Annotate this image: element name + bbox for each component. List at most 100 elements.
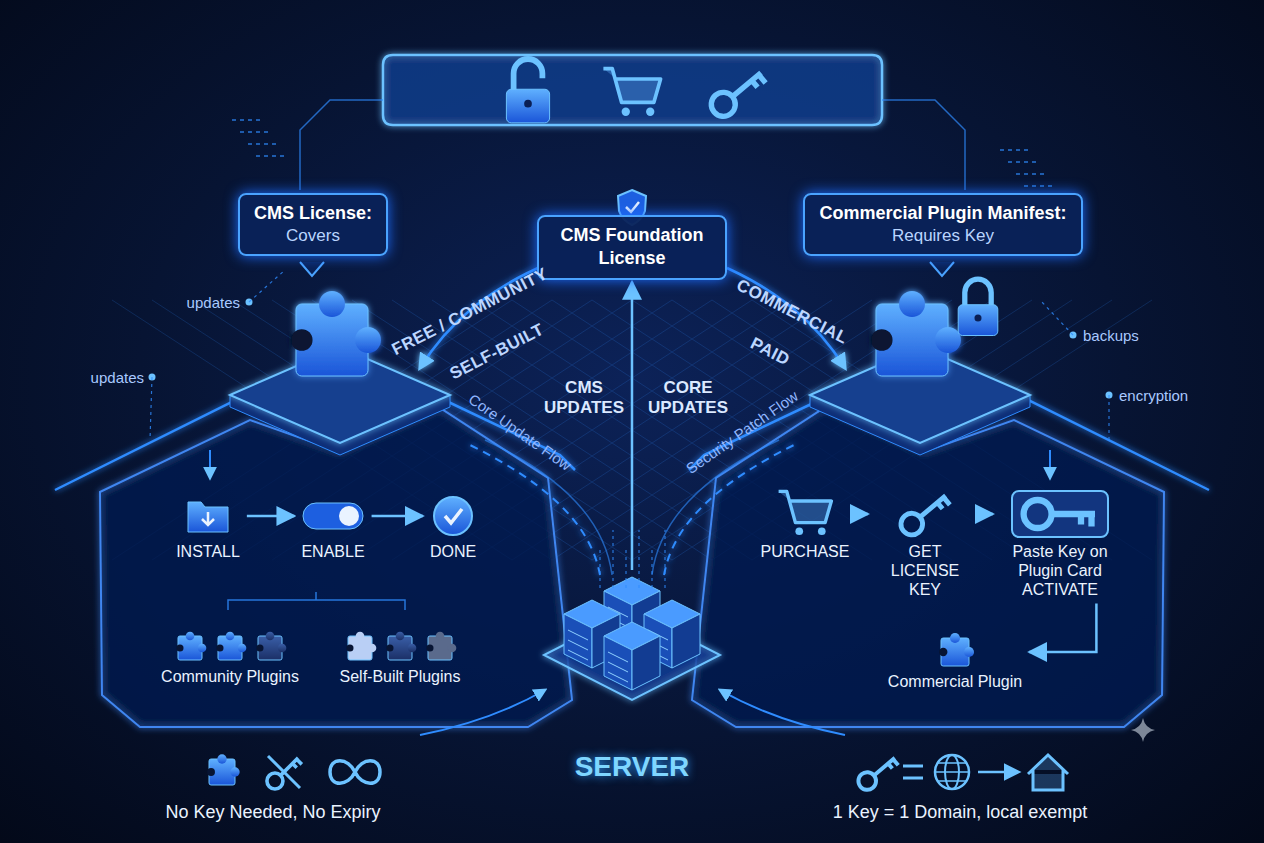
padlock-icon — [958, 279, 998, 335]
step-node: SERVER — [570, 572, 695, 786]
key-card-icon — [1012, 491, 1108, 537]
diagram-label: COMMERCIAL — [733, 275, 851, 348]
domain-key-icon — [855, 751, 901, 793]
open-lock-icon — [506, 59, 549, 123]
server-signal-line — [651, 550, 652, 588]
flow-arrow — [631, 282, 634, 570]
left-panel-down-arrow — [209, 450, 211, 478]
license-key-icon — [897, 487, 953, 539]
right-callout-pointer — [930, 262, 954, 276]
commercial-plugin-icon — [939, 633, 974, 666]
callout-box: CMS License:Covers — [238, 193, 388, 256]
commercial-puzzle-icon — [871, 291, 961, 376]
node-text: Covers — [254, 225, 372, 247]
header-left-leader — [300, 100, 383, 190]
diagram-label: updates — [91, 369, 144, 386]
callout-box: CMS Foundation License — [537, 215, 727, 280]
node-text: Commercial Plugin — [888, 672, 1022, 691]
diagram-label: SELF-BUILT — [447, 320, 548, 385]
flow-arrow — [372, 515, 423, 518]
server-signal-line — [612, 530, 613, 588]
diagram-label: No Key Needed, No Expiry — [165, 802, 380, 823]
server-signal-line — [599, 550, 600, 588]
diagram-label: 1 Key = 1 Domain, local exempt — [833, 802, 1088, 823]
right-panel-outline — [692, 408, 1164, 727]
right-panel-down-arrow — [1049, 450, 1051, 478]
node-text: Community Plugins — [161, 667, 299, 686]
diagram-label: updates — [187, 294, 240, 311]
node-text: INSTALL — [176, 542, 240, 561]
flow-arrow — [247, 515, 295, 518]
diagram-label: CMS UPDATES — [544, 378, 624, 419]
server-base — [544, 610, 720, 700]
cart-icon — [603, 69, 660, 116]
diagram-label: CORE UPDATES — [648, 378, 728, 419]
key-icon — [706, 64, 768, 122]
step-node: PURCHASE — [756, 490, 855, 563]
dash-decoration — [1008, 161, 1038, 163]
left-panel-outline — [100, 408, 572, 727]
flow-arrow — [1029, 604, 1096, 652]
self-built-icon-3 — [426, 632, 456, 660]
node-text: PURCHASE — [761, 542, 850, 561]
plugin-type-bracket — [228, 592, 405, 610]
node-text: Commercial Plugin Manifest: — [819, 202, 1066, 225]
globe-icon — [935, 755, 969, 789]
server-box-front — [604, 622, 660, 690]
node-text: Self-Built Plugins — [340, 667, 461, 686]
dash-decoration — [1024, 185, 1054, 187]
step-node: INSTALL — [171, 490, 245, 563]
dash-decoration — [240, 131, 270, 133]
step-node: Community Plugins — [156, 625, 304, 688]
community-icon-1 — [176, 632, 206, 660]
step-node: Self-Built Plugins — [335, 625, 466, 688]
self-built-icon-2 — [386, 632, 416, 660]
node-text: ENABLE — [301, 542, 364, 561]
node-text: Requires Key — [819, 225, 1066, 247]
leader-line — [150, 377, 152, 440]
dash-decoration — [248, 143, 278, 145]
flow-arrow — [982, 513, 993, 516]
community-puzzle-icon — [291, 291, 381, 376]
purchase-cart-icon — [779, 491, 832, 535]
node-text: GET LICENSE KEY — [875, 542, 975, 600]
no-key-icon — [264, 752, 304, 792]
step-node: DONE — [425, 490, 481, 563]
node-text: CMS Foundation License — [553, 224, 711, 271]
house-icon — [1028, 755, 1068, 790]
globe-to-house-arrow — [978, 771, 1018, 774]
check-icon — [434, 497, 472, 535]
self-built-icon-1 — [346, 632, 376, 660]
header-to-license-line — [631, 125, 634, 188]
dash-decoration — [1016, 173, 1046, 175]
step-node: GET LICENSE KEY — [870, 490, 980, 602]
no-key-puzzle-icon — [207, 754, 240, 785]
node-text: CMS License: — [254, 202, 372, 225]
server-signal-line — [638, 530, 639, 588]
step-node: Commercial Plugin — [883, 628, 1027, 693]
dash-decoration — [232, 119, 262, 121]
infinity-icon — [330, 761, 380, 784]
server-signal-line — [625, 550, 626, 588]
dash-decoration — [256, 155, 286, 157]
dash-decoration — [1000, 149, 1030, 151]
community-icon-2 — [216, 632, 246, 660]
equals-sign — [903, 766, 923, 778]
header-box — [383, 55, 882, 125]
core-update-flow-line — [470, 445, 600, 575]
diagram-label: encryption — [1119, 387, 1188, 404]
node-text: DONE — [430, 542, 476, 561]
leader-line — [1108, 395, 1109, 440]
key-strike-line — [268, 756, 300, 788]
node-text: Paste Key on Plugin Card ACTIVATE — [1000, 542, 1120, 600]
step-node: Paste Key on Plugin Card ACTIVATE — [995, 490, 1125, 602]
header-right-leader — [882, 100, 965, 190]
folder-download-icon — [188, 502, 228, 532]
toggle-icon — [303, 503, 363, 529]
diagram-label: PAID — [747, 334, 793, 371]
server-signal-line — [664, 530, 665, 588]
left-callout-pointer — [300, 262, 324, 276]
sparkle-mark — [1131, 718, 1155, 742]
